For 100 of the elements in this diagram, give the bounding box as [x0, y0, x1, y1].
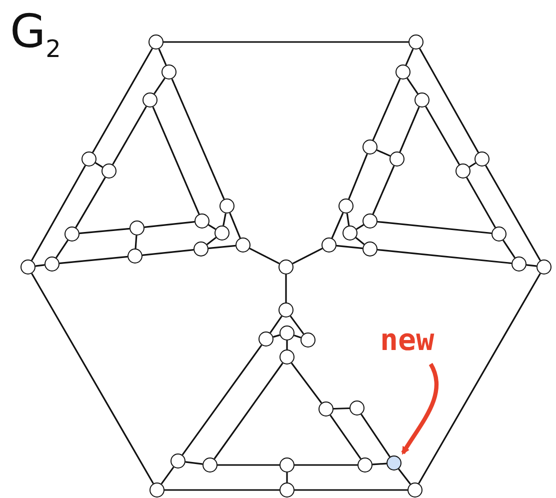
- graph-vertex: [20, 260, 36, 274]
- graph-vertex: [536, 260, 552, 274]
- graph-edge: [208, 224, 216, 230]
- graph-edge: [376, 149, 390, 157]
- graph-vertex: [350, 400, 364, 416]
- graph-edge: [372, 166, 395, 214]
- graph-edge: [294, 489, 408, 491]
- graph-edge: [154, 78, 166, 94]
- graph-vertex: [128, 248, 142, 264]
- graph-vertex: [280, 458, 294, 472]
- graph-edge: [418, 48, 480, 153]
- graph-edge: [398, 468, 412, 485]
- graph-vertex: [102, 164, 116, 178]
- graph-vertex: [414, 92, 430, 108]
- graph-edge: [144, 221, 195, 228]
- graph-vertex: [278, 302, 294, 318]
- graph-vertex: [362, 140, 378, 154]
- graph-edge: [59, 256, 128, 264]
- graph-edge: [348, 154, 368, 200]
- graph-edge: [182, 344, 262, 456]
- graph-edge: [31, 165, 86, 261]
- graph-edge: [468, 162, 476, 168]
- highlighted-vertex: [386, 456, 402, 470]
- graph-vertex: [194, 242, 208, 256]
- graph-vertex: [358, 458, 372, 472]
- graph-edge: [164, 489, 280, 491]
- graph-edge: [75, 177, 106, 228]
- graph-edge: [336, 244, 363, 250]
- graph-edge: [290, 316, 304, 334]
- graph-vertex: [214, 226, 230, 240]
- graph-edge: [399, 106, 420, 152]
- graph-edge: [158, 48, 167, 66]
- graph-edge: [356, 224, 364, 230]
- graph-vertex: [342, 226, 358, 240]
- graph-edge: [79, 228, 130, 234]
- graph-vertex: [396, 64, 410, 80]
- graph-vertex: [280, 482, 294, 498]
- graph-vertex: [456, 164, 470, 178]
- graph-vertex: [408, 482, 422, 498]
- graph-vertex: [44, 256, 60, 272]
- graph-edge: [171, 78, 225, 200]
- graph-edge: [405, 48, 414, 66]
- graph-edge: [466, 177, 496, 228]
- graph-edge: [372, 78, 401, 140]
- graph-edge: [285, 274, 287, 302]
- graph-vertex: [148, 34, 164, 50]
- graph-vertex: [362, 214, 378, 228]
- graph-vertex: [512, 256, 526, 272]
- graph-vertex: [300, 332, 316, 348]
- graph-edge: [92, 48, 153, 153]
- graph-edge: [355, 237, 365, 245]
- graph-edge: [485, 165, 541, 261]
- graph-edge: [526, 264, 537, 267]
- graph-edge: [273, 334, 280, 338]
- graph-edge: [425, 106, 460, 165]
- graph-edge: [360, 414, 390, 458]
- graph-vertex: [408, 34, 424, 50]
- annotation-text: new: [380, 326, 434, 356]
- graph-edge: [294, 464, 358, 466]
- graph-edge: [406, 78, 418, 94]
- graph-vertex: [142, 92, 158, 108]
- graph-edge: [208, 244, 236, 250]
- graph-vertex: [194, 214, 210, 228]
- graph-vertex: [474, 152, 490, 166]
- graph-vertex: [280, 350, 294, 364]
- graph-edge: [377, 248, 512, 264]
- graph-edge: [134, 235, 138, 249]
- graph-vertex: [280, 326, 294, 340]
- graph-vertex: [236, 238, 250, 252]
- graph-edge: [185, 461, 203, 465]
- graph-vertex: [258, 332, 274, 346]
- graph-edge: [286, 340, 288, 350]
- graph-edge: [294, 334, 302, 338]
- graph-edge: [229, 212, 241, 238]
- graph-edge: [292, 248, 323, 264]
- graph-edge: [377, 220, 492, 234]
- graph-edge: [249, 248, 280, 264]
- graph-vertex: [362, 242, 378, 256]
- graph-vertex: [492, 226, 506, 242]
- graph-edge: [330, 414, 362, 460]
- graph-title: G$_{2}$: [10, 8, 61, 62]
- graph-vertex: [220, 198, 234, 214]
- graph-edge: [164, 41, 408, 43]
- graph-vertex: [150, 482, 164, 498]
- graph-edge: [331, 212, 344, 238]
- graph-vertex: [278, 260, 294, 274]
- graph-edge: [218, 464, 280, 466]
- graph-edge: [142, 249, 194, 256]
- graph-edge: [270, 316, 282, 334]
- graph-edge: [35, 264, 45, 267]
- graph-edge: [56, 240, 68, 258]
- graph-vertex: [162, 64, 176, 80]
- graph-edge: [286, 472, 288, 482]
- graph-edge: [290, 362, 322, 404]
- graph-edge: [160, 466, 174, 484]
- graph-edge: [95, 162, 103, 168]
- graph-vertex: [338, 198, 354, 214]
- graph-edge: [372, 462, 387, 466]
- graph-vertex: [170, 454, 186, 468]
- graph-edge: [502, 240, 516, 258]
